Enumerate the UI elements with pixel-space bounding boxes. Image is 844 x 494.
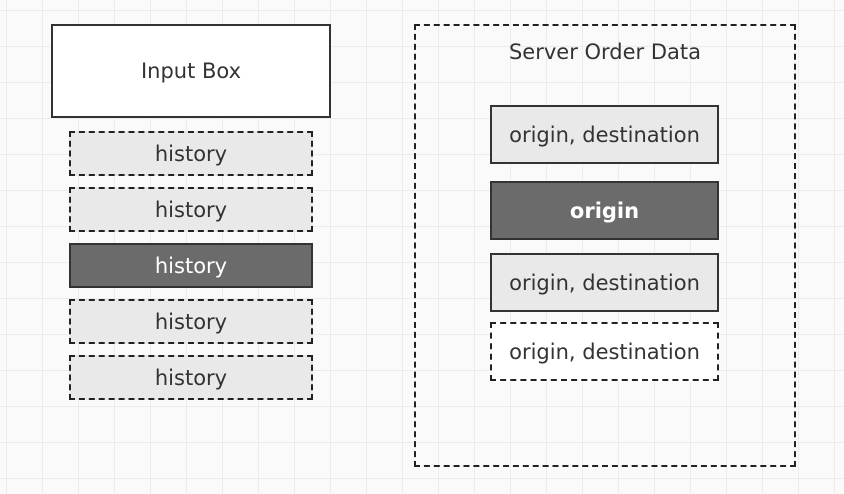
history-item[interactable]: history [69,299,313,344]
input-box[interactable]: Input Box [51,24,331,118]
history-item-label: history [154,365,228,390]
order-item-label: origin, destination [509,122,700,147]
order-item-label: origin [569,198,640,223]
input-box-label: Input Box [140,59,242,83]
order-item[interactable]: origin, destination [490,105,719,164]
history-item-selected[interactable]: history [69,243,313,288]
order-item-label: origin, destination [509,339,700,364]
history-item-label: history [154,253,228,278]
history-item[interactable]: history [69,187,313,232]
order-item-selected[interactable]: origin [490,181,719,240]
order-item-label: origin, destination [509,270,700,295]
history-item-label: history [154,309,228,334]
server-order-panel [414,24,796,467]
history-item-label: history [154,141,228,166]
order-item-pending[interactable]: origin, destination [490,322,719,381]
order-item[interactable]: origin, destination [490,253,719,312]
history-item-label: history [154,197,228,222]
history-item[interactable]: history [69,131,313,176]
history-item[interactable]: history [69,355,313,400]
server-order-title: Server Order Data [508,40,702,64]
